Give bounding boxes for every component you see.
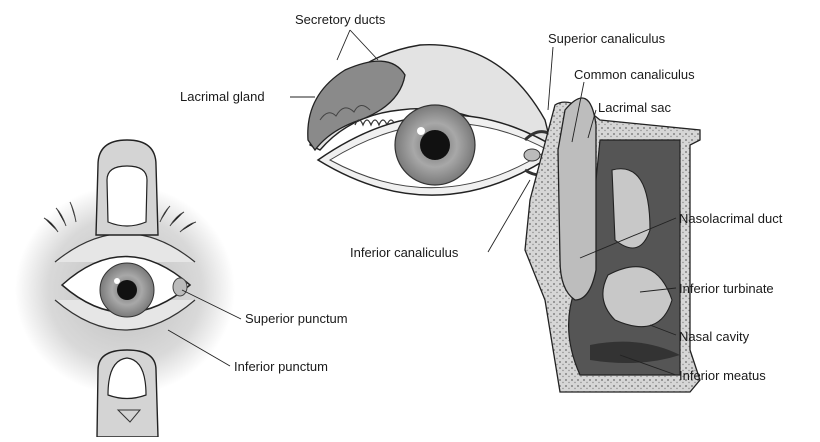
lacrimal-lake — [524, 149, 540, 161]
right-pupil — [420, 130, 450, 160]
left-eye-glint — [114, 278, 120, 284]
right-eye-glint — [417, 127, 425, 135]
label-lacrimal-sac: Lacrimal sac — [598, 100, 671, 115]
label-lacrimal-gland: Lacrimal gland — [180, 89, 265, 104]
label-inferior-punctum: Inferior punctum — [234, 359, 328, 374]
label-superior-punctum: Superior punctum — [245, 311, 348, 326]
label-superior-canaliculus: Superior canaliculus — [548, 31, 665, 46]
label-secretory-ducts: Secretory ducts — [295, 12, 385, 27]
label-inferior-canaliculus: Inferior canaliculus — [350, 245, 458, 260]
lacrimal-sac-and-duct-shape — [558, 98, 596, 300]
nasal-cross-section — [525, 98, 700, 392]
label-inferior-meatus: Inferior meatus — [679, 368, 766, 383]
label-nasal-cavity: Nasal cavity — [679, 329, 749, 344]
label-common-canaliculus: Common canaliculus — [574, 67, 695, 82]
left-eye-illustration — [15, 140, 235, 437]
caruncle — [173, 278, 187, 296]
upper-fingernail — [107, 166, 147, 226]
label-inferior-turbinate: Inferior turbinate — [679, 281, 774, 296]
left-pupil — [117, 280, 137, 300]
label-nasolacrimal-duct: Nasolacrimal duct — [679, 211, 782, 226]
right-eye-illustration — [308, 45, 566, 195]
